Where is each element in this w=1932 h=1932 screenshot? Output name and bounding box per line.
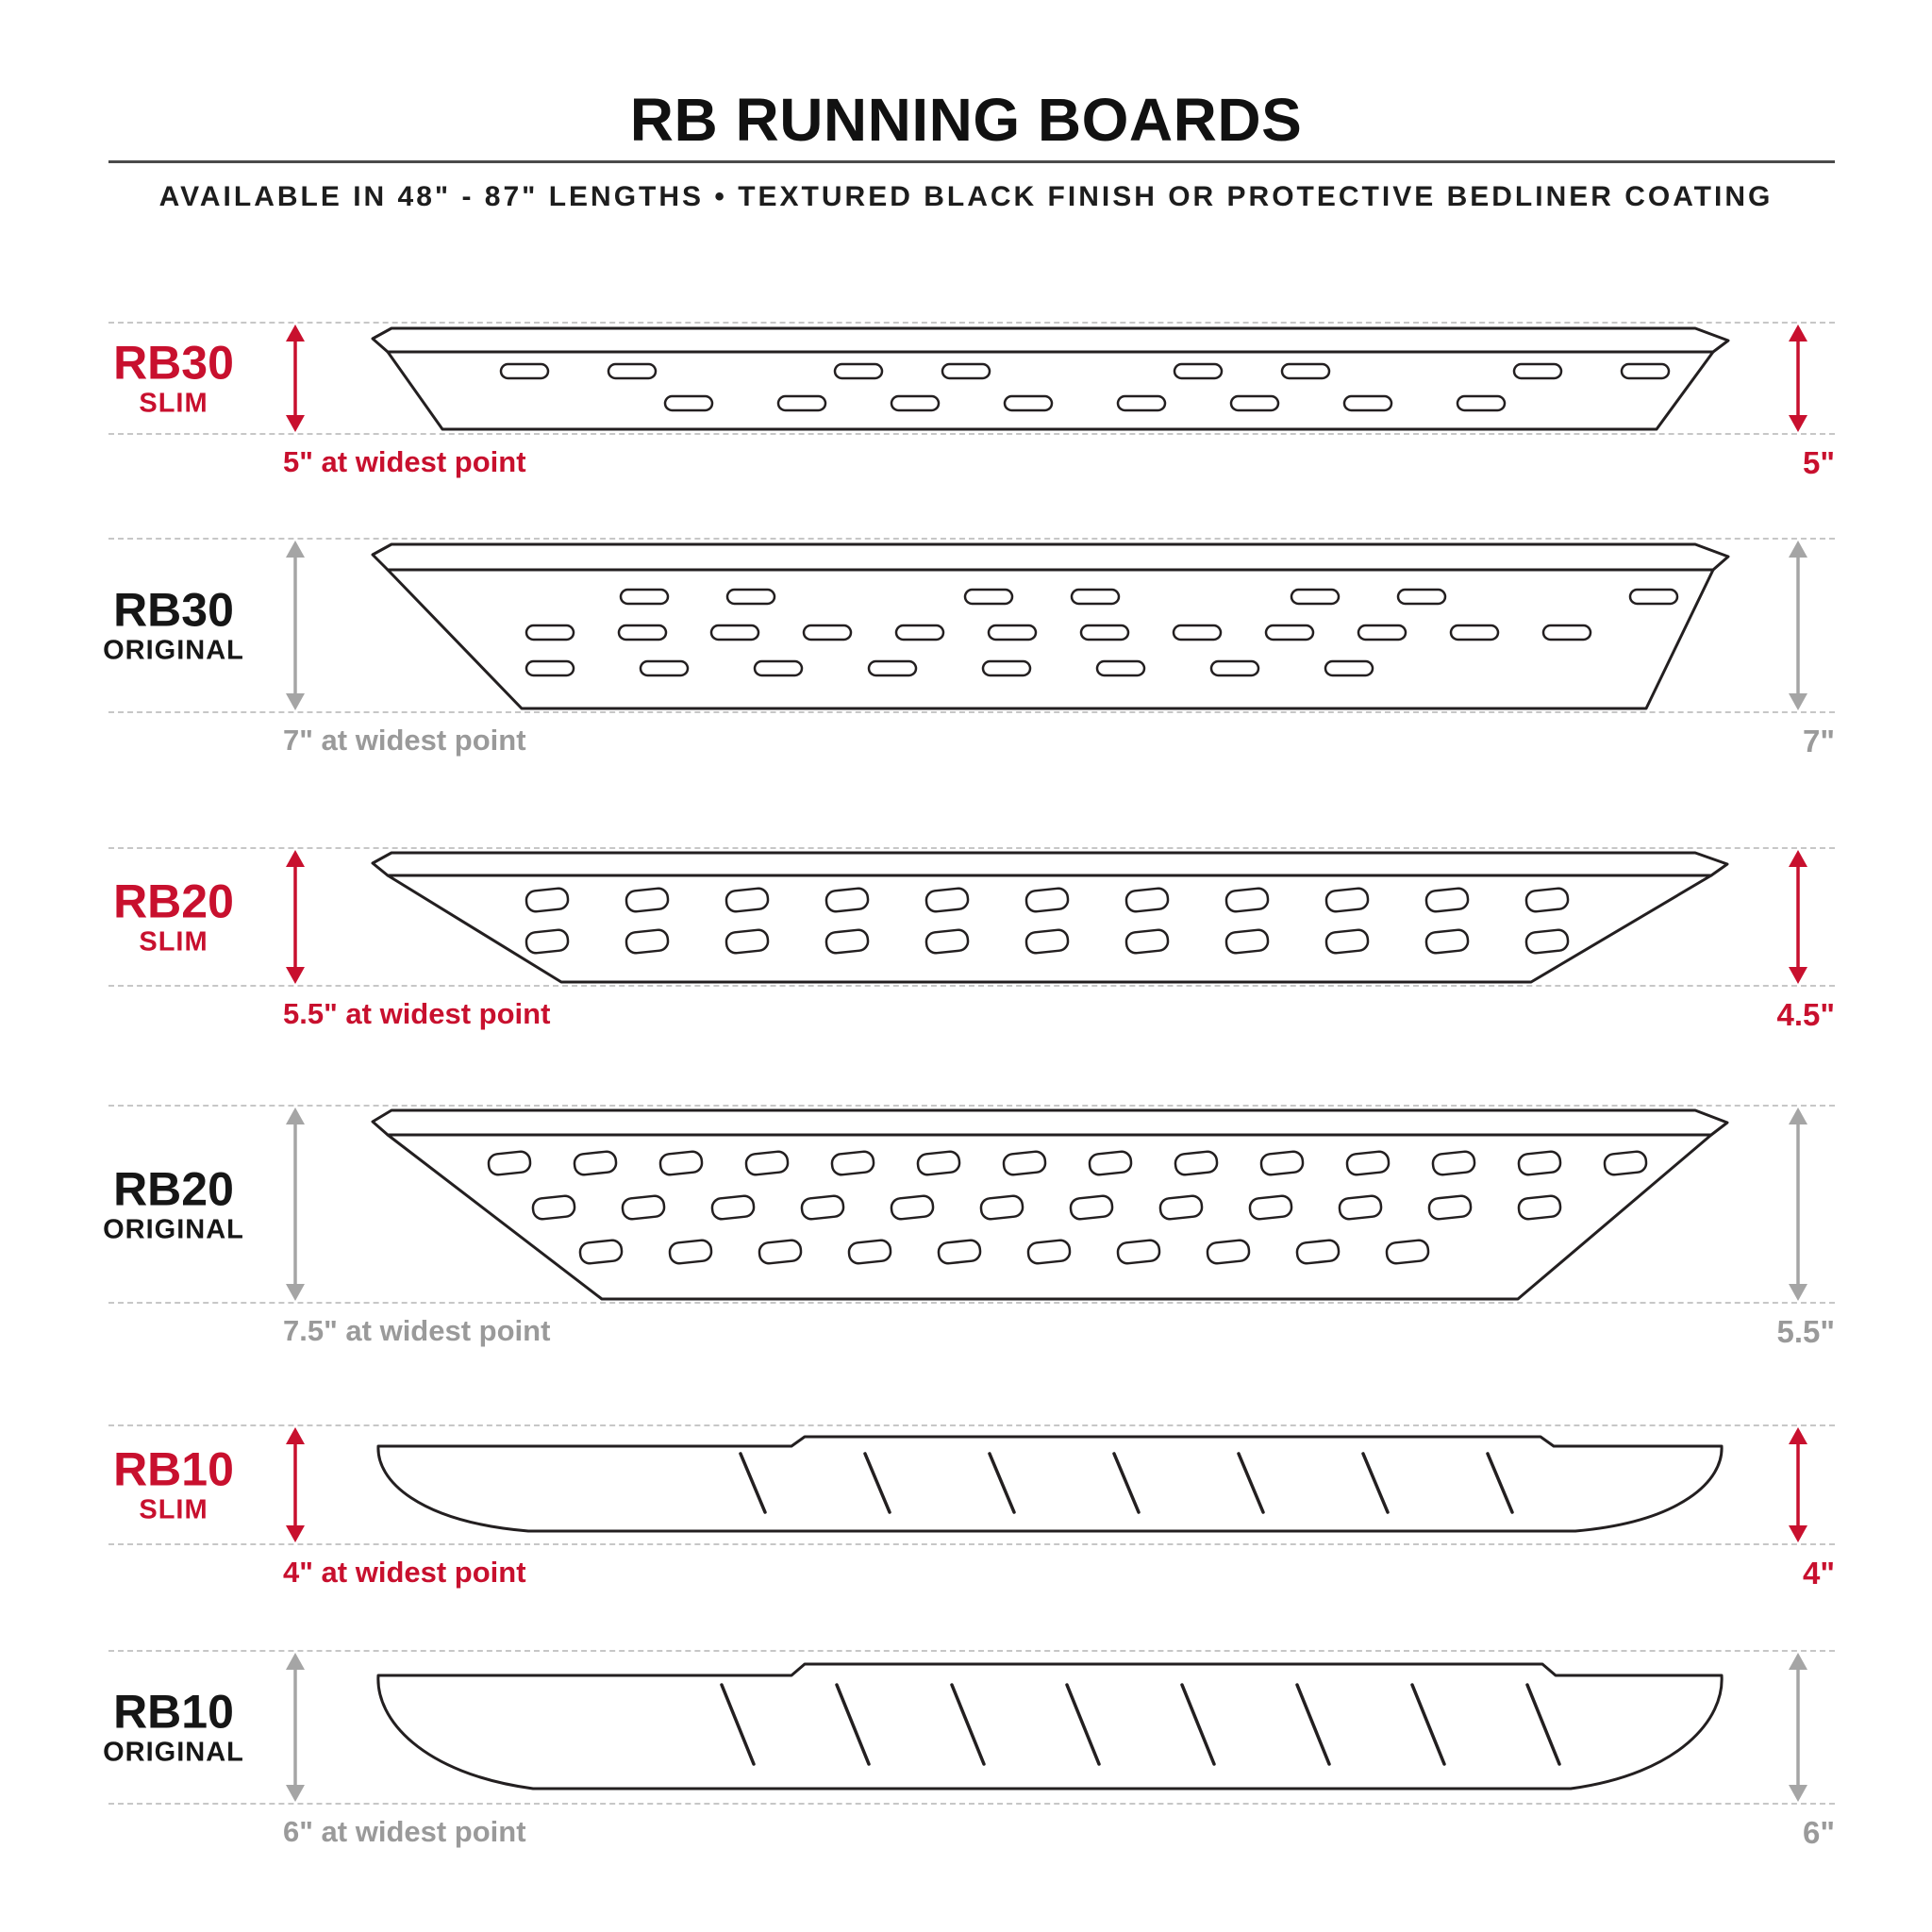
height-arrow-left — [286, 1427, 305, 1542]
dashed-guideline-top — [108, 1424, 1835, 1426]
height-arrow-left — [286, 541, 305, 710]
board-diagram-rb30-slim — [371, 326, 1730, 431]
widest-point-note: 5.5" at widest point — [283, 997, 551, 1030]
widest-point-note: 7" at widest point — [283, 724, 526, 757]
dashed-guideline-bottom — [108, 985, 1835, 987]
height-dimension: 5.5" — [1776, 1314, 1835, 1349]
board-label: RB20 SLIM — [55, 874, 292, 958]
height-arrow-left — [286, 850, 305, 984]
widest-point-note: 7.5" at widest point — [283, 1314, 551, 1347]
row-rb30-slim: RB30 SLIM 5" at widest point 5" — [0, 322, 1932, 480]
model-name: RB20 — [113, 1162, 234, 1216]
dashed-guideline-bottom — [108, 1302, 1835, 1304]
board-diagram-rb20-slim — [371, 851, 1729, 984]
height-arrow-right — [1789, 1108, 1807, 1301]
dashed-guideline-top — [108, 538, 1835, 540]
height-arrow-right — [1789, 1653, 1807, 1802]
widest-point-note: 6" at widest point — [283, 1815, 526, 1848]
height-arrow-left — [286, 325, 305, 432]
board-diagram-rb30-original — [371, 542, 1730, 710]
height-arrow-right — [1789, 325, 1807, 432]
model-name: RB30 — [113, 583, 234, 637]
board-label: RB10 ORIGINAL — [55, 1685, 292, 1769]
height-arrow-right — [1789, 541, 1807, 710]
dashed-guideline-bottom — [108, 1543, 1835, 1545]
model-name: RB10 — [113, 1685, 234, 1739]
dashed-guideline-top — [108, 322, 1835, 324]
model-name: RB10 — [113, 1442, 234, 1496]
row-rb10-original: RB10 ORIGINAL 6" at widest point 6" — [0, 1650, 1932, 1850]
model-name: RB20 — [113, 874, 234, 928]
height-dimension: 4.5" — [1776, 997, 1835, 1032]
dashed-guideline-bottom — [108, 711, 1835, 713]
board-diagram-rb20-original — [371, 1108, 1729, 1301]
dashed-guideline-bottom — [108, 1803, 1835, 1805]
height-arrow-right — [1789, 1427, 1807, 1542]
row-rb30-original: RB30 ORIGINAL 7" at widest point 7" — [0, 538, 1932, 758]
dashed-guideline-bottom — [108, 433, 1835, 435]
height-dimension: 6" — [1803, 1815, 1835, 1850]
height-dimension: 5" — [1803, 445, 1835, 480]
dashed-guideline-top — [108, 1650, 1835, 1652]
model-name: RB30 — [113, 336, 234, 390]
board-label: RB10 SLIM — [55, 1442, 292, 1526]
page-subtitle: AVAILABLE IN 48" - 87" LENGTHS • TEXTURE… — [158, 181, 1774, 212]
page-title: RB RUNNING BOARDS — [629, 86, 1303, 154]
row-rb20-slim: RB20 SLIM 5.5" at widest point 4.5" — [0, 847, 1932, 1032]
widest-point-note: 4" at widest point — [283, 1556, 526, 1589]
variant-name: SLIM — [139, 1494, 208, 1525]
row-rb20-original: RB20 ORIGINAL 7.5" at widest point 5.5" — [0, 1105, 1932, 1349]
height-dimension: 4" — [1803, 1556, 1835, 1591]
board-label: RB20 ORIGINAL — [55, 1163, 292, 1245]
board-label: RB30 ORIGINAL — [55, 583, 292, 667]
height-arrow-left — [286, 1108, 305, 1301]
board-diagram-rb10-original — [376, 1662, 1724, 1790]
variant-name: ORIGINAL — [103, 1737, 244, 1768]
variant-name: ORIGINAL — [103, 635, 244, 666]
variant-name: SLIM — [139, 388, 208, 419]
variant-name: ORIGINAL — [103, 1214, 244, 1245]
variant-name: SLIM — [139, 926, 208, 958]
board-diagram-rb10-slim — [376, 1435, 1724, 1533]
height-arrow-left — [286, 1653, 305, 1802]
row-rb10-slim: RB10 SLIM 4" at widest point 4" — [0, 1424, 1932, 1591]
height-arrow-right — [1789, 850, 1807, 984]
dashed-guideline-top — [108, 1105, 1835, 1107]
title-rule — [108, 160, 1835, 163]
board-label: RB30 SLIM — [55, 336, 292, 420]
height-dimension: 7" — [1803, 724, 1835, 758]
widest-point-note: 5" at widest point — [283, 445, 526, 478]
dashed-guideline-top — [108, 847, 1835, 849]
